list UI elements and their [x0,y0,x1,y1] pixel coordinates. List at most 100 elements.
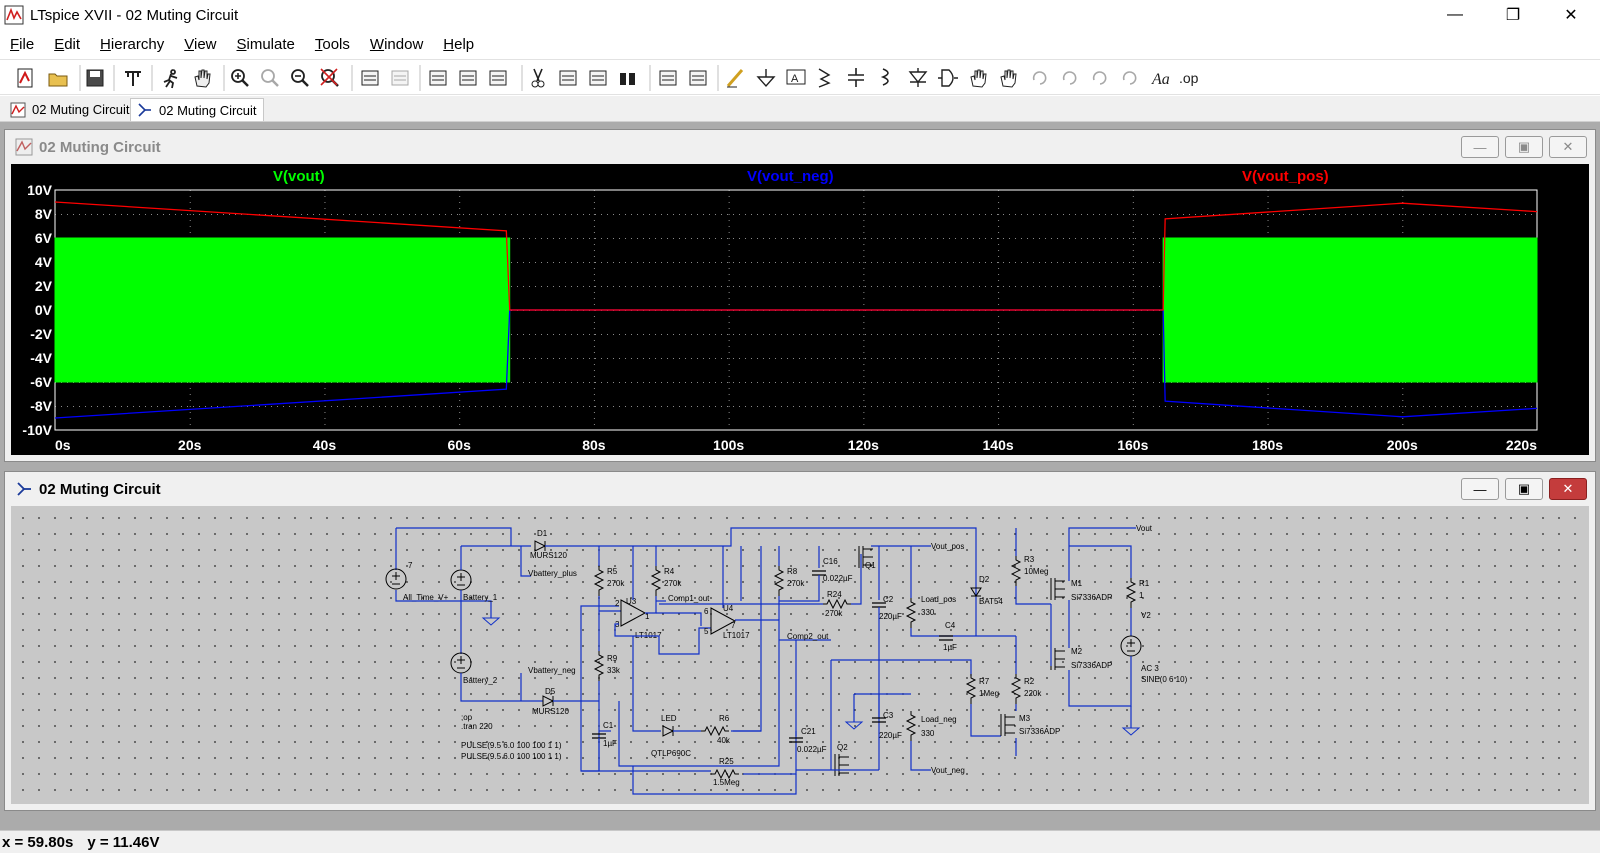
zoom-out-icon[interactable] [291,69,309,87]
voltage-source-v2[interactable] [1120,635,1142,657]
schematic-close-button[interactable]: ✕ [1549,478,1587,500]
find-icon[interactable] [620,73,635,85]
capacitor-c3[interactable] [872,717,886,723]
resistor-load-neg[interactable] [905,711,917,741]
resistor-r6[interactable] [701,725,729,737]
new-schematic-icon[interactable] [17,68,33,88]
open-icon[interactable] [48,73,68,87]
control-panel-icon[interactable] [125,71,141,86]
component-icon[interactable] [938,69,958,87]
resistor-r9[interactable] [593,651,605,681]
zoom-cancel-icon[interactable] [320,68,339,87]
grid-dot-y [1147,286,1148,287]
diode-icon[interactable] [908,68,928,87]
tile-vertical-icon[interactable] [459,70,477,86]
zoom-in-icon[interactable] [231,69,249,87]
ground-icon[interactable] [756,69,776,88]
trace-label-vout-neg[interactable]: V(vout_neg) [747,168,834,185]
text-icon[interactable]: Aa [1151,71,1170,88]
grid-dot-y [1075,382,1076,383]
restore-button[interactable]: ❐ [1505,7,1521,24]
mosfet-m2[interactable] [1050,648,1065,670]
grid-dot-y [847,286,848,287]
transistor-q1[interactable] [858,546,873,568]
capacitor-c21[interactable] [789,737,803,743]
run-icon[interactable] [163,69,178,89]
spice-directive-icon[interactable]: .op [1179,70,1199,86]
trace-label-vout[interactable]: V(vout) [273,168,325,185]
voltage-source-7[interactable] [385,568,407,590]
menu-tools[interactable]: Tools [314,35,350,53]
diode-d1[interactable] [534,540,547,552]
schematic-label: SINE(0 6 10) [1141,675,1188,684]
tile-horizontal-icon[interactable] [429,70,447,86]
grid-dot-y [931,358,932,359]
cut-icon[interactable] [531,68,545,88]
menu-edit[interactable]: Edit [54,35,81,53]
mosfet-m3[interactable] [1000,714,1015,736]
menu-window[interactable]: Window [369,35,424,53]
diode-d2[interactable] [970,587,982,597]
menu-simulate[interactable]: Simulate [236,35,295,53]
trace-vout-neg[interactable] [54,201,1538,311]
autorange-icon[interactable] [361,70,379,86]
zoom-pan-icon[interactable] [261,69,279,87]
menu-help[interactable]: Help [443,35,475,53]
move-icon[interactable] [970,69,987,88]
resistor-icon[interactable] [818,68,831,88]
print-icon[interactable] [689,70,707,86]
resistor-r2[interactable] [1010,674,1022,704]
opamp-u3[interactable] [620,599,647,627]
diode-d5[interactable] [542,695,555,707]
led-diode[interactable] [662,725,675,737]
tab-waveform[interactable]: 02 Muting Circuit [4,98,136,121]
mosfet-m1[interactable] [1050,578,1065,600]
opamp-u4[interactable] [710,607,737,635]
capacitor-c4[interactable] [939,635,953,641]
resistor-r4[interactable] [650,566,662,596]
transistor-q2[interactable] [834,754,849,776]
waveform-minimize-button[interactable]: — [1461,136,1499,158]
resistor-r8[interactable] [773,566,785,596]
menu-view[interactable]: View [184,35,217,53]
menu-hierarchy[interactable]: Hierarchy [100,35,165,53]
schematic-maximize-button[interactable]: ▣ [1505,478,1543,500]
battery-1-source[interactable] [450,569,472,591]
schematic-minimize-button[interactable]: — [1461,478,1499,500]
menu-file[interactable]: File [10,35,35,53]
resistor-r25[interactable] [711,768,739,780]
resistor-r1[interactable] [1125,578,1137,608]
inductor-icon[interactable] [880,68,889,86]
battery-2-source[interactable] [450,652,472,674]
redo-icon[interactable] [1062,71,1077,85]
tab-schematic[interactable]: 02 Muting Circuit [130,98,264,121]
resistor-r5[interactable] [593,566,605,596]
minimize-button[interactable]: — [1447,6,1463,23]
waveform-close-button[interactable]: ✕ [1549,136,1587,158]
mirror-icon[interactable] [1122,71,1137,85]
grid-dot-y [823,238,824,239]
print-preview-icon[interactable] [659,70,677,86]
close-button[interactable]: ✕ [1564,7,1578,24]
grid-dot-x [863,268,865,269]
resistor-r24[interactable] [823,598,851,610]
trace-label-vout-pos[interactable]: V(vout_pos) [1242,168,1329,185]
fft-icon[interactable] [391,70,409,86]
draw-wire-icon[interactable] [726,69,744,88]
paste-icon[interactable] [589,70,607,86]
drag-icon[interactable] [1000,69,1017,88]
save-icon[interactable] [86,69,104,87]
halt-icon[interactable] [194,69,211,88]
resistor-load-pos[interactable] [905,598,917,628]
resistor-r3[interactable] [1010,556,1022,586]
waveform-maximize-button[interactable]: ▣ [1505,136,1543,158]
copy-icon[interactable] [559,70,577,86]
rotate-icon[interactable] [1092,71,1107,85]
capacitor-icon[interactable] [848,68,864,87]
undo-icon[interactable] [1032,71,1047,85]
cascade-icon[interactable] [489,70,507,86]
resistor-r7[interactable] [965,674,977,704]
label-net-icon[interactable]: A [786,69,806,85]
